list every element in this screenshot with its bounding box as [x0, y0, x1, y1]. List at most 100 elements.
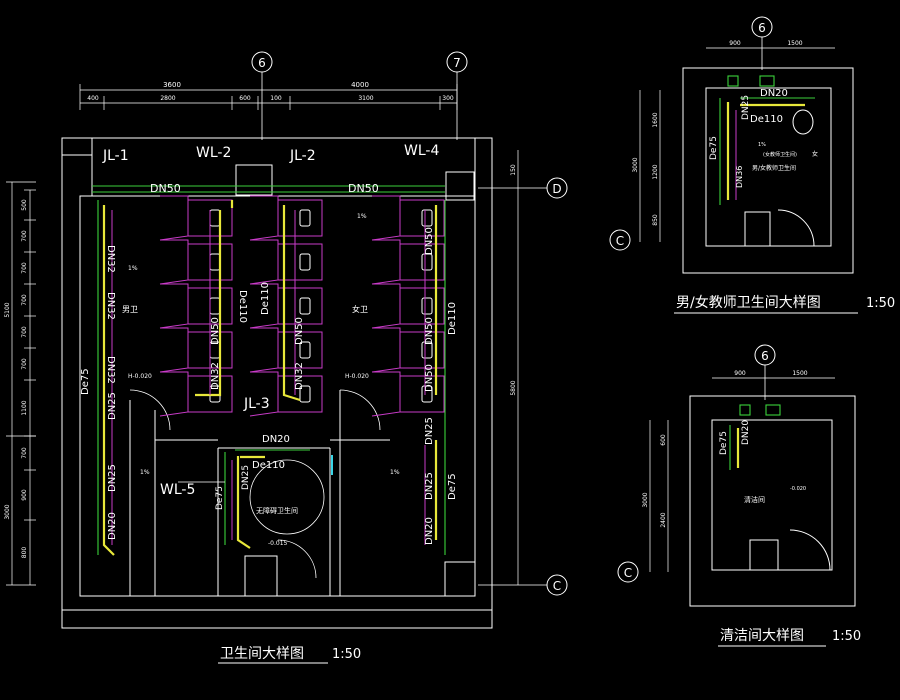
room-women: 女卫	[352, 304, 368, 314]
stall-outline	[249, 371, 323, 417]
toilet-fixture	[299, 209, 311, 227]
slope-3: 1%	[140, 469, 150, 476]
title-main-scale: 1:50	[332, 647, 361, 662]
teacher-h850: 850	[652, 214, 659, 226]
pipe-label-dn50-right: DN50	[348, 182, 379, 195]
pipe-label-dn25-r2: DN25	[424, 472, 435, 500]
title-teacher-scale: 1:50	[866, 296, 895, 311]
pipe-label-dn20-r: DN20	[424, 517, 435, 545]
toilet-fixture	[421, 297, 433, 315]
pipe-label-de75-left: De75	[80, 368, 91, 395]
stall-outline	[159, 327, 233, 373]
teacher-slope: 1%	[758, 142, 766, 148]
toilet-fixture	[421, 385, 433, 403]
main-plan: 6 7 3600 4000 400 2800 600 100 3100 300	[4, 51, 568, 664]
level-h3: -0.015	[268, 540, 288, 547]
dim-3100: 3100	[358, 95, 373, 102]
axis-c-label: C	[553, 579, 561, 593]
teacher-h1600: 1600	[652, 112, 659, 127]
dim-left-total2: 3000	[4, 504, 11, 519]
dim-5800: 5800	[510, 380, 517, 395]
toilet-fixture	[421, 341, 433, 359]
pipe-label-dn32-3: DN32	[105, 356, 116, 384]
clean-w1500: 1500	[792, 370, 807, 377]
riser-jl1: JL-1	[102, 148, 129, 164]
riser-wl4: WL-4	[404, 143, 439, 159]
axis-7-label: 7	[453, 56, 461, 70]
pipe-label-dn32-2: DN32	[105, 292, 116, 320]
pipe-label-dn25-mid: DN25	[241, 465, 251, 490]
left-dim-4: 700	[21, 326, 28, 338]
pipe-label-dn25-left: DN25	[107, 392, 118, 420]
dim-2800: 2800	[160, 95, 175, 102]
slope-4: 1%	[390, 469, 400, 476]
toilet-fixture	[299, 341, 311, 359]
level-h1: H-0.020	[128, 373, 152, 380]
clean-room: 清洁间	[744, 495, 765, 504]
toilet-fixture	[299, 385, 311, 403]
stall-outline	[249, 195, 323, 241]
stall-outline	[371, 371, 445, 417]
title-main: 卫生间大样图	[220, 646, 304, 662]
toilet-fixture	[299, 253, 311, 271]
dim-4000: 4000	[351, 81, 369, 89]
pipe-label-dn50-r2: DN50	[424, 317, 435, 345]
slope-1: 1%	[128, 265, 138, 272]
left-dim-6: 1100	[21, 400, 28, 415]
teacher-de110: De110	[750, 114, 783, 125]
stall-outline	[159, 239, 233, 285]
toilet-fixture	[209, 209, 221, 227]
pipe-label-dn25-r: DN25	[424, 417, 435, 445]
teacher-axis-c: C	[616, 234, 624, 248]
pipe-label-dn50-left: DN50	[150, 182, 181, 195]
clean-h3000: 3000	[642, 492, 649, 507]
toilet-fixture	[209, 297, 221, 315]
teacher-note-2: 男/女教师卫生间	[752, 164, 796, 172]
teacher-dn36: DN36	[735, 166, 744, 188]
pipe-label-dn20-left: DN20	[107, 512, 118, 540]
toilet-fixture	[299, 297, 311, 315]
riser-jl3: JL-3	[243, 396, 270, 412]
teacher-note-3: 女	[812, 150, 818, 158]
toilet-fixture	[209, 253, 221, 271]
title-clean-scale: 1:50	[832, 629, 861, 644]
teacher-w900: 900	[729, 40, 741, 47]
stall-outline	[371, 239, 445, 285]
clean-axis-c: C	[624, 566, 632, 580]
stall-outline	[159, 195, 233, 241]
toilet-fixture	[421, 253, 433, 271]
clean-de75: De75	[719, 431, 729, 455]
teacher-dn25: DN25	[741, 95, 751, 120]
clean-axis-6: 6	[761, 349, 769, 363]
dim-3600: 3600	[163, 81, 181, 89]
pipe-label-de110-1: De110	[237, 290, 248, 323]
left-dim-2: 700	[21, 262, 28, 274]
teacher-de75: De75	[709, 136, 719, 160]
room-accessible: 无障碍卫生间	[256, 506, 298, 515]
level-h2: H-0.020	[345, 373, 369, 380]
stall-outline	[249, 239, 323, 285]
pipe-label-de75-r: De75	[447, 473, 458, 500]
teacher-h3000: 3000	[632, 157, 639, 172]
clean-h2400: 2400	[660, 512, 667, 527]
teacher-note-1: (女教师卫生间)	[763, 151, 797, 158]
teacher-detail: 6 900 1500 3000 1600 1200 850 C	[609, 16, 895, 314]
title-teacher: 男/女教师卫生间大样图	[676, 294, 821, 311]
pipe-label-dn50-stall2: DN50	[294, 317, 305, 345]
title-clean: 清洁间大样图	[720, 628, 804, 644]
left-dim-9: 800	[21, 547, 28, 559]
pipe-label-dn25-left2: DN25	[107, 464, 118, 492]
dim-left-total: 5100	[4, 302, 11, 317]
riser-wl2: WL-2	[196, 145, 231, 161]
left-dim-8: 900	[21, 489, 28, 501]
left-dim-0: 500	[21, 199, 28, 211]
pipe-label-de110-2: De110	[260, 282, 271, 315]
teacher-axis-6: 6	[758, 21, 766, 35]
dim-150: 150	[510, 164, 517, 176]
left-dim-5: 700	[21, 358, 28, 370]
room-men: 男卫	[122, 305, 138, 314]
axis-6-label: 6	[258, 56, 266, 70]
pipe-label-dn50-r1: DN50	[424, 227, 435, 255]
pipe-label-de110-mid: De110	[252, 460, 285, 471]
